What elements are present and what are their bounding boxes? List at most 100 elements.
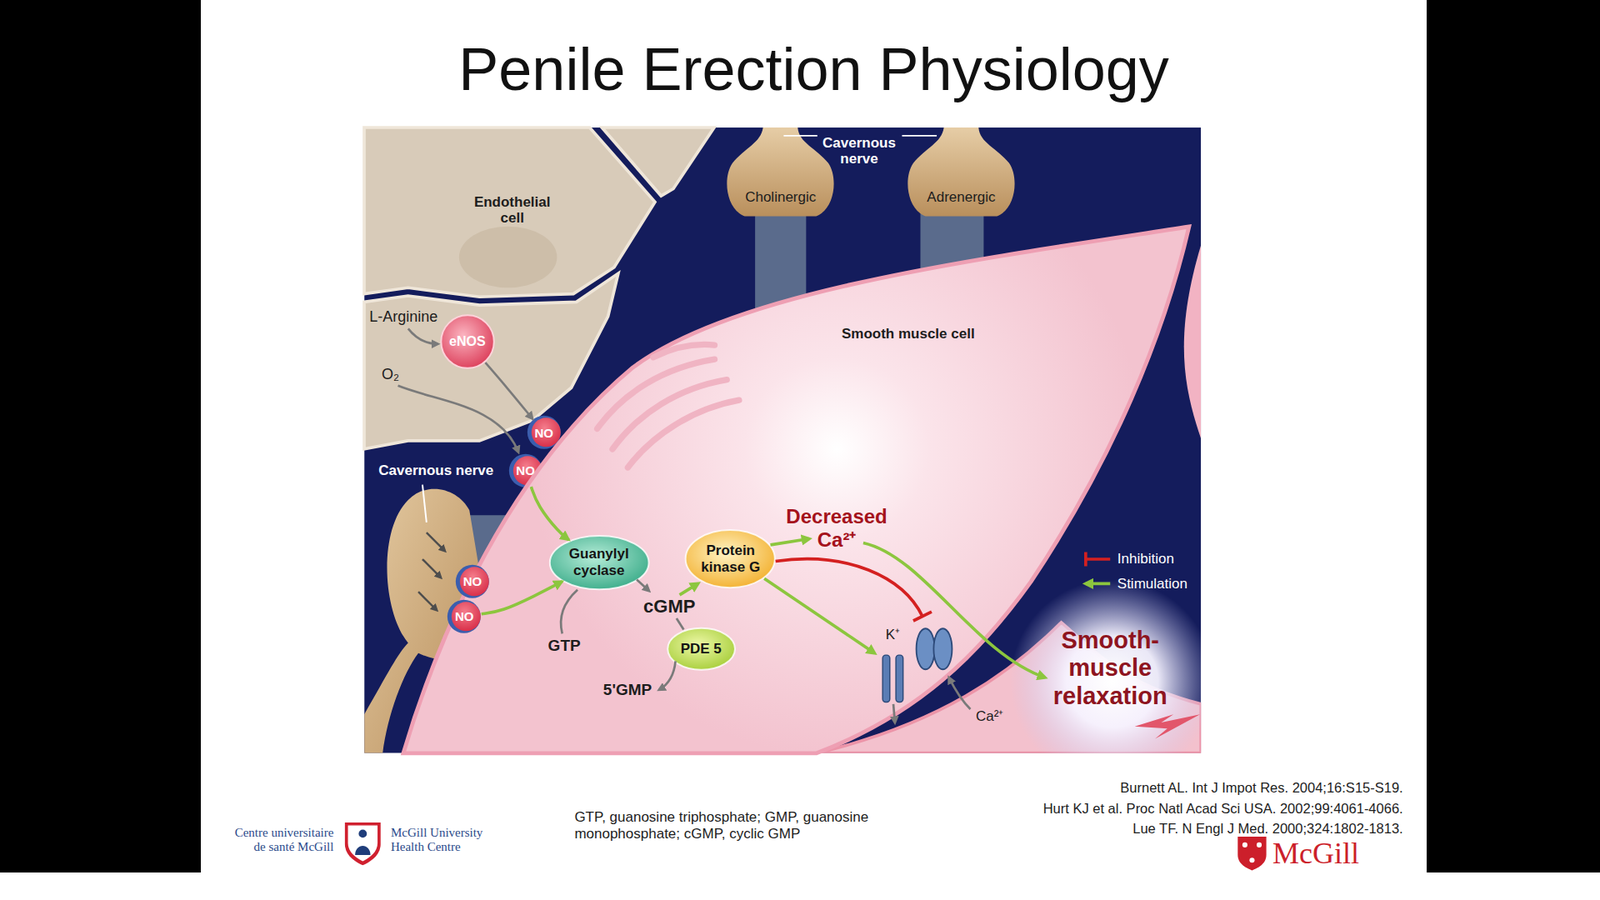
relaxation-glow bbox=[1010, 580, 1201, 754]
molecule-label: cGMP bbox=[643, 595, 695, 617]
calcium-channel bbox=[916, 628, 935, 670]
nerve-knob bbox=[907, 127, 1015, 217]
hospital-shield bbox=[348, 825, 379, 862]
enzyme-ellipse: PDE 5 bbox=[666, 627, 736, 670]
neighbour-cell bbox=[1184, 245, 1201, 440]
efflux-arrow bbox=[893, 704, 895, 723]
cell-name: Endothelial cell bbox=[468, 194, 556, 227]
potassium-channel bbox=[882, 655, 890, 702]
label-holder: Smooth-muscle relaxation bbox=[1047, 626, 1173, 710]
bracket-line bbox=[783, 135, 817, 137]
university-crest bbox=[1237, 836, 1266, 870]
figure-ground bbox=[364, 127, 1201, 754]
release-arrow bbox=[422, 559, 441, 578]
title-holder: Penile Erection Physiology bbox=[458, 35, 1169, 105]
university-crest bbox=[1242, 842, 1248, 848]
leader-line bbox=[422, 485, 427, 523]
molecule-name: NO bbox=[515, 463, 535, 478]
university-crest bbox=[1256, 842, 1262, 848]
molecule-name: NO bbox=[463, 574, 483, 589]
influx-arrow bbox=[949, 677, 971, 710]
label-holder: Ca²⁺ bbox=[975, 708, 1004, 725]
enzyme-fill bbox=[685, 530, 775, 588]
ion-label: K⁺ bbox=[885, 626, 900, 644]
enzyme-name: Guanylyl cyclase bbox=[563, 545, 635, 579]
outcome-label: Smooth-muscle relaxation bbox=[1047, 626, 1173, 710]
endothelial-fill bbox=[364, 127, 655, 297]
molecule-circle: NO bbox=[508, 453, 544, 489]
label-holder: O₂ bbox=[381, 365, 400, 384]
label-holder: Cavernous nerve bbox=[820, 135, 900, 168]
ion-label: Ca²⁺ bbox=[975, 708, 1004, 725]
logo-wordmark: McGill bbox=[1272, 836, 1360, 871]
cell-name: Smooth muscle cell bbox=[841, 325, 975, 343]
label-holder: cGMP bbox=[643, 595, 695, 617]
enzyme-name: eNOS bbox=[449, 334, 486, 350]
abbreviation-note: GTP, guanosine triphosphate; GMP, guanos… bbox=[574, 809, 908, 842]
legend-inhibition-sample bbox=[1085, 557, 1110, 561]
reference: Burnett AL. Int J Impot Res. 2004;16:S15… bbox=[1120, 780, 1403, 796]
release-arrow bbox=[418, 591, 437, 610]
substrate-label: L-Arginine bbox=[369, 308, 438, 326]
reference: Hurt KJ et al. Proc Natl Acad Sci USA. 2… bbox=[1043, 800, 1404, 817]
label-holder: Decreased Ca²⁺ bbox=[778, 505, 895, 551]
enzyme-ellipse: Guanylyl cyclase bbox=[548, 535, 650, 590]
enzyme-ellipse: Protein kinase G bbox=[684, 529, 777, 589]
release-arrow bbox=[426, 532, 445, 551]
nerve-knob bbox=[727, 127, 835, 217]
reference: Lue TF. N Engl J Med. 2000;324:1802-1813… bbox=[1132, 820, 1403, 837]
molecule-circle: NO bbox=[526, 415, 562, 450]
reticulum-line bbox=[612, 379, 727, 449]
label-holder: McGill bbox=[1272, 836, 1360, 871]
molecule-fill bbox=[451, 601, 481, 631]
enzyme-name: PDE 5 bbox=[680, 640, 722, 658]
side-bar bbox=[0, 0, 201, 873]
reticulum-line bbox=[627, 400, 739, 468]
enzyme-fill bbox=[549, 535, 649, 590]
label-holder: Centre universitaire de santé McGill bbox=[226, 825, 334, 855]
enzyme-circle: eNOS bbox=[440, 314, 495, 370]
potassium-channel bbox=[895, 655, 904, 702]
label-holder: K⁺ bbox=[885, 626, 900, 644]
nerve-terminal: Adrenergic bbox=[900, 127, 1023, 223]
molecule-fill bbox=[460, 566, 490, 596]
molecule-fill bbox=[455, 565, 490, 599]
label-holder: McGill University Health Centre bbox=[390, 825, 495, 855]
legend-holder: Inhibition bbox=[1117, 550, 1175, 568]
molecule-name: NO bbox=[534, 425, 554, 440]
endothelial-cell-outline bbox=[364, 127, 716, 470]
molecule-circle: NO bbox=[446, 599, 482, 635]
label-holder: Lue TF. N Engl J Med. 2000;324:1802-1813… bbox=[1132, 820, 1403, 837]
hospital-shield bbox=[355, 845, 370, 855]
legend-inhibition-sample bbox=[1084, 551, 1088, 566]
enzyme-name: Protein kinase G bbox=[697, 542, 765, 575]
molecule-name: NO bbox=[455, 609, 475, 624]
label-holder: GTP bbox=[548, 636, 581, 655]
molecule-label: 5'GMP bbox=[603, 680, 652, 700]
label-holder: 5'GMP bbox=[603, 680, 652, 700]
university-crest bbox=[1249, 857, 1255, 863]
nerve-label: Cavernous nerve bbox=[378, 462, 494, 480]
smooth-muscle-fill bbox=[403, 226, 1190, 754]
hospital-shield bbox=[358, 830, 367, 839]
logo-text: McGill University Health Centre bbox=[390, 825, 495, 855]
nerve-terminal-outline bbox=[900, 127, 1023, 223]
legend-text: Inhibition bbox=[1117, 550, 1175, 568]
reticulum-line bbox=[596, 359, 715, 429]
nerve-name: Cholinergic bbox=[745, 189, 816, 206]
nerve-name: Adrenergic bbox=[926, 189, 995, 206]
hospital-shield bbox=[345, 822, 381, 865]
slide-title: Penile Erection Physiology bbox=[458, 35, 1169, 105]
bracket-line bbox=[901, 135, 937, 137]
molecule-label: GTP bbox=[548, 636, 581, 655]
substrate-label: O₂ bbox=[381, 365, 400, 384]
label-holder: Cavernous nerve bbox=[378, 462, 494, 480]
effect-label: Decreased Ca²⁺ bbox=[778, 505, 895, 551]
molecule-fill bbox=[447, 600, 481, 634]
label-holder: Hurt KJ et al. Proc Natl Acad Sci USA. 2… bbox=[1043, 800, 1404, 817]
label-holder: Burnett AL. Int J Impot Res. 2004;16:S15… bbox=[1120, 780, 1403, 796]
